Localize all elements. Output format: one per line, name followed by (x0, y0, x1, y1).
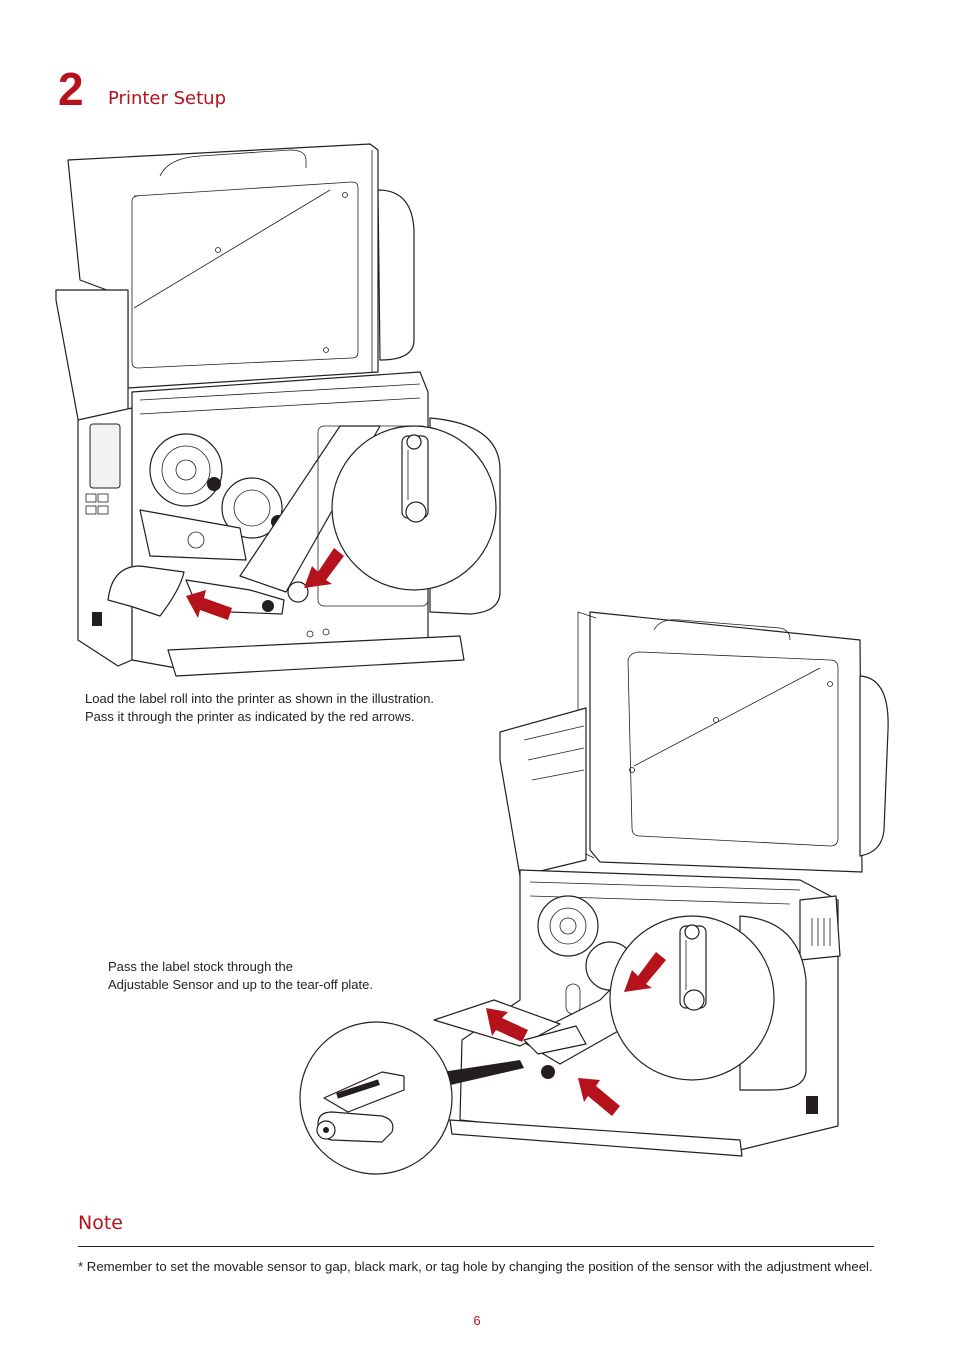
adjustable-sensor-detail (316, 1071, 405, 1143)
feed-arrow-1b (304, 548, 344, 588)
section-title: Printer Setup (108, 88, 226, 109)
roll-holder-detail (401, 434, 429, 523)
step2-caption-line2: Adjustable Sensor and up to the tear-off… (108, 977, 373, 992)
feed-arrow-2b (578, 1078, 620, 1116)
section-number: 2 (58, 63, 84, 115)
note-title: Note (78, 1212, 123, 1234)
roll-holder-detail (679, 924, 707, 1011)
step1-caption-line2: Pass it through the printer as indicated… (85, 709, 415, 724)
feed-arrow-2a (486, 1008, 528, 1042)
note-text: * Remember to set the movable sensor to … (78, 1259, 873, 1274)
printer-1 (55, 143, 501, 677)
feed-arrow-2c (624, 952, 666, 992)
feed-arrow-1a (186, 590, 232, 620)
step1-caption-line1: Load the label roll into the printer as … (85, 691, 435, 706)
note-divider (78, 1246, 874, 1247)
step2-caption-line1: Pass the label stock through the (108, 959, 294, 974)
page-number: 6 (473, 1313, 481, 1328)
